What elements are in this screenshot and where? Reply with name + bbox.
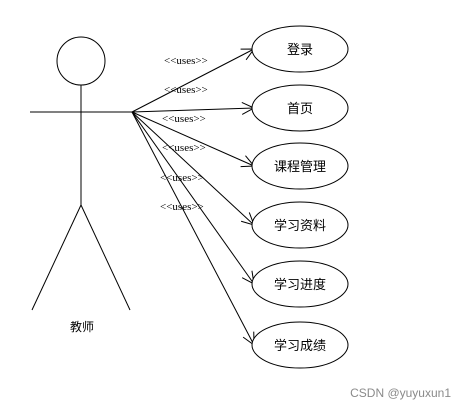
actor-left-leg: [31, 204, 82, 311]
association-line: [131, 111, 255, 285]
uses-stereotype-label: <<uses>>: [164, 84, 208, 96]
use-case-label: 首页: [287, 102, 313, 117]
use-case-login: 登录: [251, 25, 349, 73]
association-line: [131, 111, 255, 167]
use-case-materials: 学习资料: [251, 201, 349, 249]
use-case-ellipse: [251, 142, 349, 190]
association-course: <<uses>>: [131, 111, 256, 168]
use-case-label: 课程管理: [274, 160, 326, 175]
use-case-label: 登录: [287, 43, 313, 58]
use-case-course: 课程管理: [251, 142, 349, 190]
uses-stereotype-label: <<uses>>: [162, 142, 206, 154]
uses-stereotype-label: <<uses>>: [162, 113, 206, 125]
association-line: [131, 111, 255, 226]
uses-stereotype-label: <<uses>>: [160, 172, 204, 184]
association-login: <<uses>>: [131, 48, 255, 113]
use-case-ellipse: [251, 201, 349, 249]
use-case-ellipse: [251, 25, 349, 73]
association-line: [131, 111, 255, 346]
use-case-label: 学习成绩: [274, 338, 326, 354]
actor-right-leg: [80, 204, 131, 311]
use-case-ellipse: [251, 84, 349, 132]
association-line: [131, 107, 255, 113]
actor-figure: [30, 36, 132, 311]
association-progress: <<uses>>: [131, 111, 255, 285]
actor-label: 教师: [69, 320, 94, 334]
watermark: CSDN @yuyuxun1: [350, 386, 451, 400]
use-case-label: 学习资料: [274, 218, 326, 234]
uses-stereotype-label: <<uses>>: [160, 201, 204, 213]
association-line: [131, 48, 255, 113]
association-home: <<uses>>: [131, 84, 256, 115]
use-case-home: 首页: [251, 84, 349, 132]
use-case-grades: 学习成绩: [251, 321, 349, 369]
uses-stereotype-label: <<uses>>: [164, 55, 208, 67]
use-case-ellipse: [251, 321, 349, 369]
use-case-ellipse: [251, 260, 349, 308]
associations: <<uses>> <<uses>> <<uses>> <<uses>> <<uses>>…: [131, 48, 256, 346]
use-case-progress: 学习进度: [251, 260, 349, 308]
actor-head: [56, 36, 106, 86]
use-case-label: 学习进度: [274, 277, 326, 293]
